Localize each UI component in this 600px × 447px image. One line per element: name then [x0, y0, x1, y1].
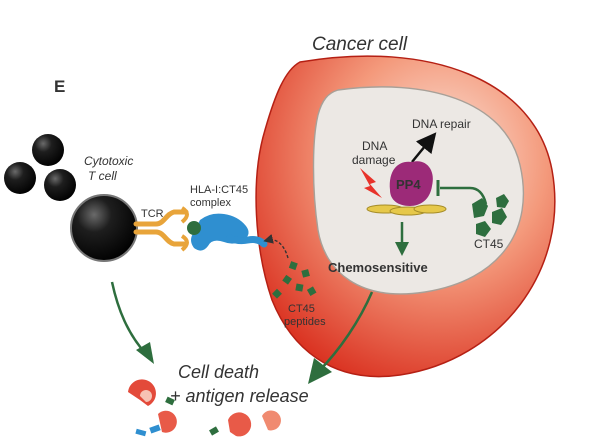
dna-damage-label-line2: damage — [352, 153, 396, 167]
cancer-cell — [255, 55, 556, 378]
t-cell-killing-arrowhead — [136, 342, 154, 364]
t-cell-label-line1: Cytotoxic — [84, 154, 133, 168]
cancer-cell-label: Cancer cell — [312, 34, 408, 55]
tcr-label: TCR — [141, 208, 164, 220]
pp4-complex — [366, 161, 447, 216]
peptide-transport-arrow — [263, 234, 289, 259]
ct45-peptide-bound — [187, 221, 201, 235]
cell-death-label-line2: + antigen release — [170, 386, 309, 406]
dna-repair-label: DNA repair — [412, 117, 471, 131]
ct45-protein-cluster — [472, 194, 509, 237]
pp4-shape — [389, 161, 433, 206]
pp4-label: PP4 — [396, 177, 421, 192]
ct45-peptides-label-line1: CT45 — [288, 303, 315, 315]
panel-label: E — [54, 77, 65, 96]
cell-debris — [128, 379, 281, 437]
hla-complex — [187, 213, 268, 251]
t-cell-main — [70, 194, 138, 262]
ct45-label: CT45 — [474, 237, 504, 251]
dna-repair-arrow — [411, 132, 437, 163]
t-cell-sphere — [4, 162, 36, 194]
ct45-peptides-label-line2: peptides — [284, 316, 326, 328]
hla-label-line1: HLA-I:CT45 — [190, 184, 248, 196]
dna-damage-label-line1: DNA — [362, 139, 387, 153]
cell-death-label-line1: Cell death — [178, 362, 259, 382]
t-cell-cluster — [4, 134, 138, 262]
hla-label-line2: complex — [190, 197, 231, 209]
lightning-icon — [360, 168, 382, 198]
chemo-death-arrowhead — [308, 358, 332, 384]
t-cell-sphere — [32, 134, 64, 166]
ct45-peptides — [272, 261, 317, 299]
t-cell-killing-arrow — [110, 281, 147, 355]
tcr-receptor — [133, 206, 189, 252]
chemo-death-arrow — [317, 291, 374, 373]
t-cell-sphere — [44, 169, 76, 201]
chemosensitive-label: Chemosensitive — [328, 260, 428, 275]
t-cell-label-line2: T cell — [88, 169, 117, 183]
